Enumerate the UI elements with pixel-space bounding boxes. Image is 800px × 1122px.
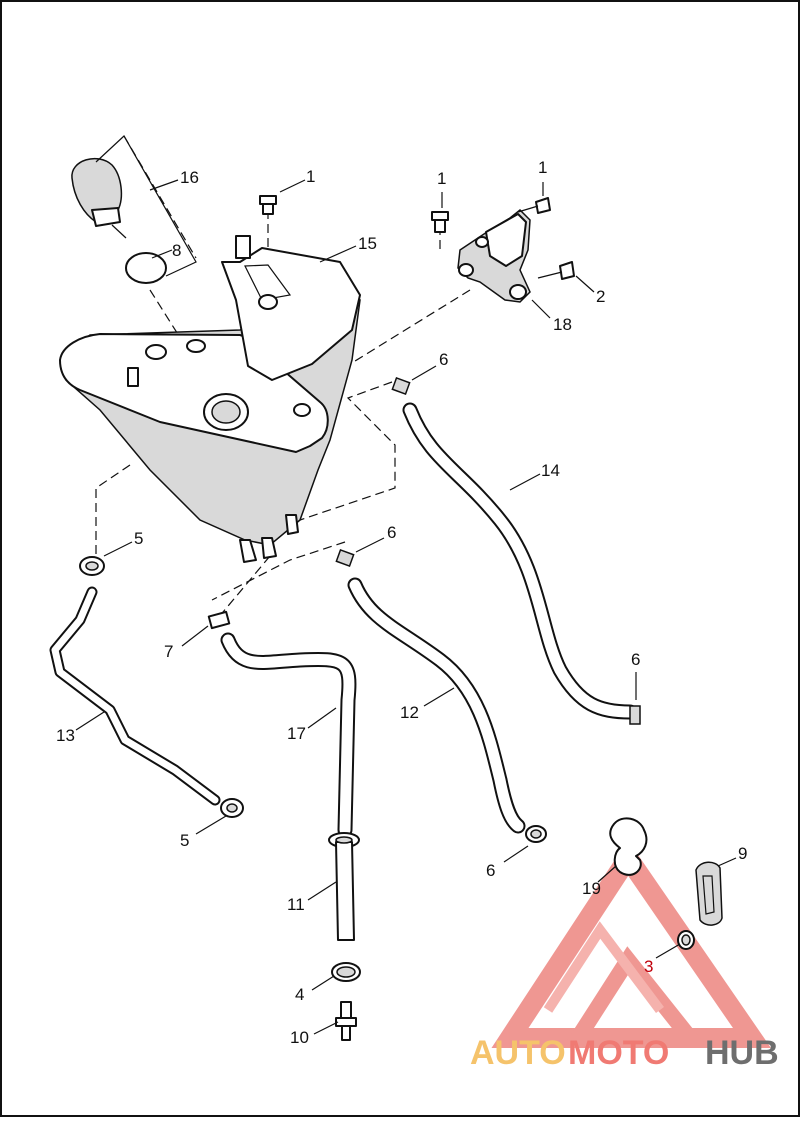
mounting-bracket bbox=[457, 208, 531, 303]
callout-14: 14 bbox=[541, 461, 560, 480]
hose-clamp-5b bbox=[220, 798, 244, 818]
strap-9 bbox=[695, 861, 723, 926]
callout-7: 7 bbox=[164, 642, 173, 661]
callout-1-tank: 1 bbox=[306, 167, 315, 186]
callout-1-bracket-left: 1 bbox=[437, 169, 446, 188]
grommet-3 bbox=[677, 930, 695, 950]
callout-2: 2 bbox=[596, 287, 605, 306]
clip-19 bbox=[609, 817, 648, 876]
callout-8: 8 bbox=[172, 241, 181, 260]
callout-4: 4 bbox=[295, 985, 304, 1004]
callout-17: 17 bbox=[287, 724, 306, 743]
callout-12: 12 bbox=[400, 703, 419, 722]
hose-clip-6c bbox=[629, 705, 641, 725]
fitting-7 bbox=[207, 610, 231, 630]
hose-clip-6b bbox=[335, 549, 355, 567]
callout-15: 15 bbox=[358, 234, 377, 253]
bolt-1-bracket-left bbox=[431, 211, 449, 233]
callout-6-middle: 6 bbox=[387, 523, 396, 542]
callout-5-top: 5 bbox=[134, 529, 143, 548]
callout-3: 3 bbox=[644, 957, 653, 976]
reservoir-tank bbox=[59, 235, 361, 563]
callout-13: 13 bbox=[56, 726, 75, 745]
pipe-13 bbox=[49, 586, 221, 806]
callout-10: 10 bbox=[290, 1028, 309, 1047]
leader-lines bbox=[75, 179, 737, 1035]
tank-tab bbox=[235, 235, 251, 259]
callout-5-bottom: 5 bbox=[180, 831, 189, 850]
callout-6-top: 6 bbox=[439, 350, 448, 369]
hose-clip-6a bbox=[391, 377, 411, 395]
clamp-4 bbox=[331, 962, 361, 982]
bolt-1-bracket-right bbox=[517, 197, 551, 214]
hose-12 bbox=[347, 577, 526, 834]
callout-11: 11 bbox=[287, 895, 305, 914]
callout-18: 18 bbox=[553, 315, 572, 334]
watermark-auto: AUTO bbox=[470, 1034, 566, 1072]
hose-14 bbox=[402, 402, 638, 720]
callout-numbers: 16 8 1 15 1 1 2 18 6 14 5 6 7 13 17 12 6… bbox=[56, 158, 747, 1047]
bolt-1 bbox=[259, 195, 277, 215]
o-ring bbox=[125, 252, 167, 284]
callout-bracket bbox=[95, 135, 197, 277]
bolt-2 bbox=[537, 261, 575, 280]
watermark-moto: MOTO bbox=[568, 1034, 669, 1072]
callout-1-bracket-right: 1 bbox=[538, 158, 547, 177]
callout-6-bottom: 6 bbox=[486, 861, 495, 880]
callout-19: 19 bbox=[582, 879, 601, 898]
callout-16: 16 bbox=[180, 168, 199, 187]
watermark-text: AUTO MOTO HUB bbox=[470, 1034, 779, 1072]
hose-clamp-6d bbox=[525, 825, 547, 843]
drain-fitting-10 bbox=[335, 1001, 357, 1041]
hose-17 bbox=[220, 632, 357, 838]
watermark-hub: HUB bbox=[705, 1034, 779, 1072]
callout-6-right: 6 bbox=[631, 650, 640, 669]
reservoir-cap bbox=[71, 157, 127, 239]
callout-9: 9 bbox=[738, 844, 747, 863]
hose-clamp-5a bbox=[79, 556, 105, 576]
filler-tube bbox=[328, 832, 360, 941]
